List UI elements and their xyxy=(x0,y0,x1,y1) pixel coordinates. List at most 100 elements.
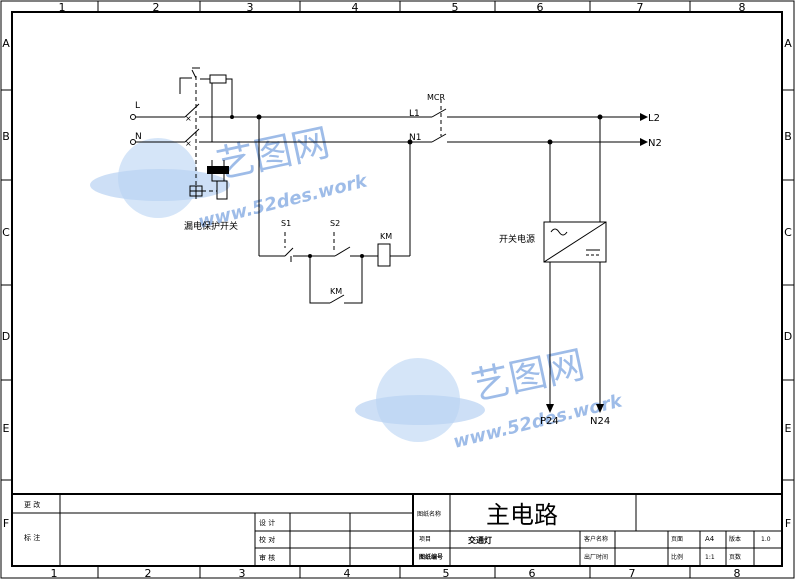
p24-label: P24 xyxy=(540,416,559,427)
n24-label: N24 xyxy=(590,416,610,427)
project-label: 项目 xyxy=(419,536,431,543)
out-n2-label: N2 xyxy=(648,138,662,149)
row-label: E xyxy=(785,422,792,435)
inner-border xyxy=(11,11,783,567)
arrow-n2 xyxy=(640,138,648,146)
terminal-n-label: N xyxy=(135,132,142,142)
col-label: 5 xyxy=(443,567,450,579)
size-label: 页面 xyxy=(671,536,683,543)
terminal-l-label: L xyxy=(135,101,140,111)
col-label: 8 xyxy=(734,567,741,579)
scale-value: 1:1 xyxy=(705,554,715,561)
test-resistor xyxy=(209,74,227,84)
row-ticks xyxy=(1,89,794,481)
drawing-title: 主电路 xyxy=(486,501,558,529)
row-label: B xyxy=(784,130,792,143)
km-coil-label: KM xyxy=(380,232,392,241)
km-contact-label: KM xyxy=(330,287,342,296)
psu-box xyxy=(543,221,607,263)
s2-switch xyxy=(334,246,351,257)
row-label: D xyxy=(784,330,792,343)
col-label: 7 xyxy=(629,567,636,579)
s1-switch xyxy=(284,247,294,257)
scale-label: 比例 xyxy=(671,553,683,561)
row-label: A xyxy=(784,37,792,50)
out-l2-label: L2 xyxy=(648,113,660,124)
s1-label: S1 xyxy=(281,219,291,228)
col-label: 6 xyxy=(529,567,536,579)
svg-text:×: × xyxy=(185,139,192,148)
col-label: 3 xyxy=(247,1,254,14)
change-label: 更 改 xyxy=(24,500,40,509)
row-label: C xyxy=(2,226,10,239)
project-value: 交通灯 xyxy=(468,535,492,545)
row-label: A xyxy=(2,37,10,50)
version-label: 版本 xyxy=(729,535,741,543)
col-label: 1 xyxy=(51,567,58,579)
row-label: B xyxy=(2,130,10,143)
client-label: 客户名称 xyxy=(584,535,608,543)
col-label: 5 xyxy=(452,1,459,14)
zero-sequence-ct xyxy=(207,166,229,174)
trip-coil xyxy=(216,180,228,200)
col-label: 3 xyxy=(239,567,246,579)
row-label: C xyxy=(784,226,792,239)
input-terminals: L N xyxy=(130,101,185,145)
psu-label: 开关电源 xyxy=(499,233,535,245)
col-label: 4 xyxy=(352,1,359,14)
col-label: 2 xyxy=(153,1,160,14)
mcr-contact-n xyxy=(431,133,447,143)
page-label: 页数 xyxy=(729,553,741,561)
design-label: 设 计 xyxy=(259,518,275,527)
date-label: 出厂时间 xyxy=(584,553,608,561)
mcr-label: MCR xyxy=(427,93,445,102)
watermark-lower: 艺图网 www.52des.work xyxy=(355,342,625,453)
col-label: 8 xyxy=(739,1,746,14)
rcd-label: 漏电保护开关 xyxy=(184,220,238,232)
row-labels: A B C D E F A B C D E F xyxy=(2,37,792,530)
arrow-p24 xyxy=(546,404,554,413)
terminal-l xyxy=(130,114,136,120)
km-hold-contact xyxy=(329,294,345,304)
control-circuit: S1 S2 KM KM xyxy=(258,117,411,304)
drawing-name-label: 图纸名称 xyxy=(417,510,441,518)
watermark-upper: 艺图网 www.52des.work xyxy=(90,120,370,233)
power-supply: 开关电源 P24 N24 xyxy=(499,117,610,427)
main-lines: L1 N1 MCR L2 N2 xyxy=(199,93,662,149)
s2-label: S2 xyxy=(330,219,340,228)
mcr-contact-l xyxy=(431,108,447,118)
col-label: 4 xyxy=(344,567,351,579)
col-label: 7 xyxy=(637,1,644,14)
row-label: D xyxy=(2,330,10,343)
column-ticks xyxy=(97,1,691,578)
drawing-no-label: 图纸编号 xyxy=(419,553,443,561)
km-coil xyxy=(377,243,391,267)
ac-symbol xyxy=(550,228,568,236)
row-label: E xyxy=(3,422,10,435)
remark-label: 标 注 xyxy=(24,533,40,542)
arrow-n24 xyxy=(596,404,604,413)
col-label: 2 xyxy=(145,567,152,579)
arrow-l2 xyxy=(640,113,648,121)
terminal-n xyxy=(130,139,136,145)
check-label: 校 对 xyxy=(259,535,275,544)
title-block: 更 改 标 注 设 计 校 对 审 核 图纸名称 主电路 项目 交通灯 客户名称… xyxy=(12,493,782,566)
svg-text:×: × xyxy=(185,114,192,123)
line-n1-label: N1 xyxy=(409,133,421,143)
watermark-brand: 艺图网 xyxy=(213,120,334,187)
col-label: 6 xyxy=(537,1,544,14)
row-label: F xyxy=(3,517,9,530)
review-label: 审 核 xyxy=(259,553,275,562)
watermark-brand: 艺图网 xyxy=(468,342,589,409)
size-value: A4 xyxy=(705,535,715,543)
column-labels-top: 1 2 3 4 5 6 7 8 xyxy=(59,1,746,14)
col-label: 1 xyxy=(59,1,66,14)
line-l1-label: L1 xyxy=(409,109,420,119)
version-value: 1.0 xyxy=(761,536,771,543)
rcd-breaker: × × 漏电保护开关 xyxy=(179,67,238,232)
row-label: F xyxy=(785,517,791,530)
column-labels-bottom: 1 2 3 4 5 6 7 8 xyxy=(51,567,741,580)
